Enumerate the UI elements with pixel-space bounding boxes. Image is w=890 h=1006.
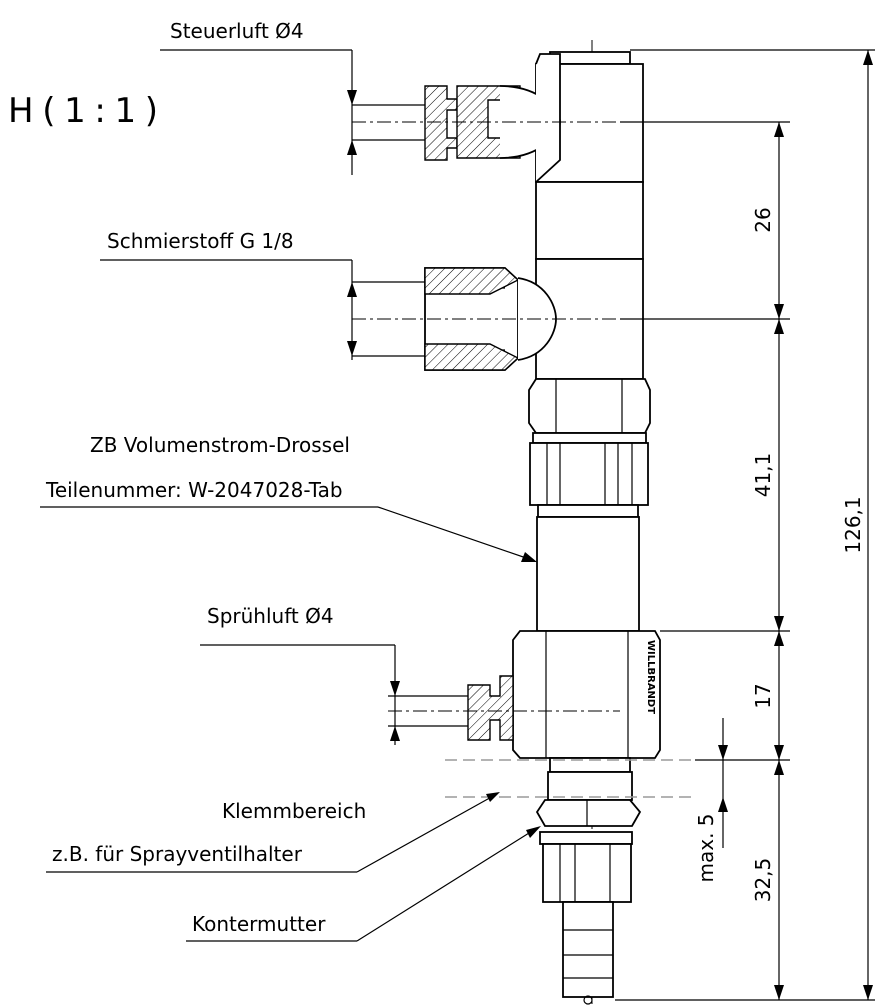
dim-41-label: 41,1 <box>751 453 775 498</box>
callout-klemm-line2: z.B. für Sprayventilhalter <box>52 842 303 866</box>
port-schmierstoff <box>352 267 620 371</box>
callout-kontermutter: Kontermutter <box>186 826 541 942</box>
callout-klemm-line1: Klemmbereich <box>222 799 366 823</box>
dim-17-label: 17 <box>751 683 775 708</box>
dim-32: 32,5 <box>751 760 784 1000</box>
dim-41: 41,1 <box>751 319 784 631</box>
callout-drossel-line2: Teilenummer: W-2047028-Tab <box>45 478 343 502</box>
dim-max5: max. 5 <box>694 718 728 883</box>
throttle-part <box>529 432 649 518</box>
hex-nut-upper <box>528 378 651 434</box>
callout-drossel-line1: ZB Volumenstrom-Drossel <box>90 433 350 457</box>
callout-spruehluft-label: Sprühluft Ø4 <box>207 604 334 628</box>
callout-drossel: ZB Volumenstrom-Drossel Teilenummer: W-2… <box>40 433 537 562</box>
brand-mark: WILLBRANDT <box>645 640 656 714</box>
callout-steuerluft-label: Steuerluft Ø4 <box>170 19 304 43</box>
dim-26: 26 <box>751 122 784 319</box>
callout-spruehluft: Sprühluft Ø4 <box>200 604 468 745</box>
dim-26-label: 26 <box>751 207 775 232</box>
scale-label: H(1:1) <box>8 91 158 131</box>
dim-126-label: 126,1 <box>841 496 865 553</box>
nozzle-tip <box>562 901 614 1005</box>
port-spruehluft <box>388 675 620 741</box>
dim-max5-label: max. 5 <box>694 813 718 882</box>
tube <box>536 516 640 632</box>
lock-nut <box>535 799 642 903</box>
valve-body: WILLBRANDT <box>512 40 661 1006</box>
callout-schmierstoff-label: Schmierstoff G 1/8 <box>107 229 294 253</box>
clamp-section <box>547 757 633 801</box>
callout-steuerluft: Steuerluft Ø4 <box>160 19 425 175</box>
dim-32-label: 32,5 <box>751 858 775 903</box>
callout-klemmbereich: Klemmbereich z.B. für Sprayventilhalter <box>46 792 500 873</box>
dim-126: 126,1 <box>841 50 873 1000</box>
callout-schmierstoff: Schmierstoff G 1/8 <box>100 229 425 360</box>
dimension-extensions <box>615 49 875 1001</box>
callout-kontermutter-label: Kontermutter <box>192 912 326 936</box>
hex-nut-lower: WILLBRANDT <box>512 630 661 759</box>
port-steuerluft <box>352 53 620 183</box>
dim-17: 17 <box>751 631 784 760</box>
